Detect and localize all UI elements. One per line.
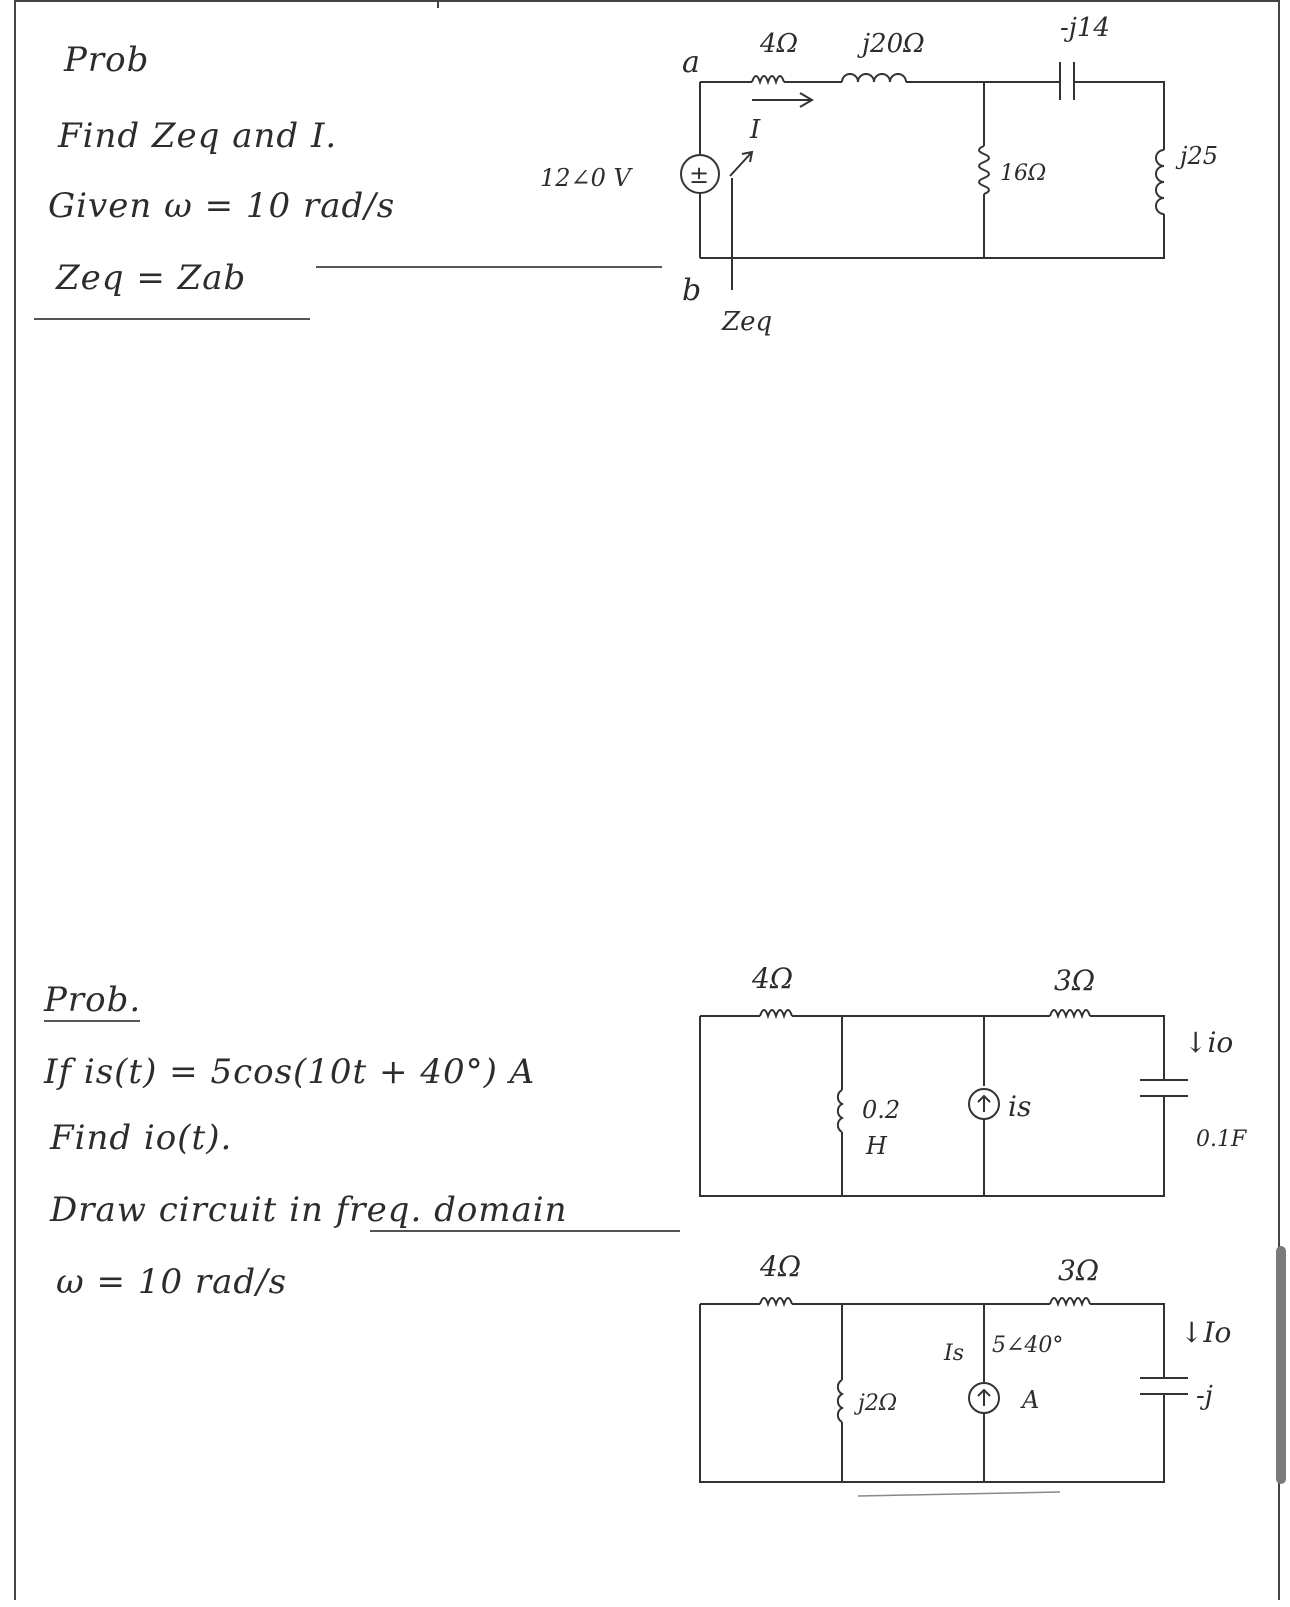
label-j20: j20Ω	[857, 29, 925, 59]
problem1-line-given: Given ω = 10 rad/s	[48, 186, 396, 226]
label-3ohm-t: 3Ω	[1054, 964, 1095, 997]
label-current-I: I	[749, 115, 761, 145]
node-a-label: a	[682, 45, 700, 80]
inductor-j20	[841, 73, 907, 83]
label-inductor-unit: H	[865, 1132, 888, 1160]
label-j2ohm: j2Ω	[853, 1391, 897, 1416]
label-j25: j25	[1175, 142, 1218, 170]
label-16ohm: 16Ω	[1000, 161, 1046, 186]
problem2-line-find: Find io(t).	[50, 1118, 233, 1158]
problem2-line-draw: Draw circuit in freq. domain	[50, 1190, 568, 1230]
node-b-label: b	[682, 273, 701, 308]
header-divider	[437, 0, 439, 8]
label-3ohm-f: 3Ω	[1058, 1254, 1099, 1287]
resistor-4ohm-f	[759, 1297, 793, 1308]
problem1-divider-line	[316, 266, 662, 268]
label-minus-j14: -j14	[1060, 13, 1110, 43]
problem2-heading-underline	[44, 1020, 140, 1022]
wire-cap-right	[1074, 81, 1165, 150]
label-inductor-value: 0.2	[862, 1096, 900, 1124]
label-4ohm-t: 4Ω	[751, 962, 793, 995]
label-zeq: Zeq	[721, 307, 772, 337]
problem2-line-given: If is(t) = 5cos(10t + 40°) A	[44, 1052, 536, 1092]
problem2-heading: Prob.	[44, 980, 142, 1020]
problem1-underline	[34, 318, 310, 320]
label-cap-01F: 0.1F	[1196, 1127, 1247, 1152]
resistor-4ohm	[751, 75, 785, 86]
label-minus-j: -j	[1196, 1381, 1213, 1411]
voltage-source	[680, 154, 720, 194]
page-border	[14, 0, 1280, 1600]
inductor-02H	[836, 1089, 845, 1133]
label-source: 12∠0 V	[540, 164, 634, 192]
label-4ohm-f: 4Ω	[759, 1250, 801, 1283]
resistor-16ohm	[978, 145, 990, 195]
problem2-draw-underline	[370, 1230, 680, 1232]
label-Is: Is	[943, 1341, 964, 1366]
label-A: A	[1020, 1386, 1039, 1414]
capacitor-minus-j	[1140, 1377, 1188, 1395]
resistor-3ohm-f	[1049, 1297, 1091, 1308]
problem1-heading: Prob	[64, 40, 150, 80]
problem1-line-find: Find Zeq and I.	[58, 116, 338, 156]
label-5-angle-40: 5∠40°	[992, 1333, 1063, 1358]
label-Io-arrow: ↓Io	[1180, 1316, 1231, 1349]
resistor-3ohm-t	[1049, 1009, 1091, 1020]
scrollbar-thumb[interactable]	[1276, 1246, 1286, 1484]
problem1-line-zeq: Zeq = Zab	[56, 258, 247, 298]
inductor-j2	[836, 1379, 845, 1423]
label-source-is: is	[1008, 1090, 1031, 1123]
resistor-4ohm-t	[759, 1009, 793, 1020]
source-sign: ±	[689, 161, 709, 189]
label-4ohm: 4Ω	[759, 29, 798, 59]
inductor-j25	[1155, 149, 1165, 215]
problem2-line-omega: ω = 10 rad/s	[56, 1262, 288, 1302]
label-io-arrow: ↓io	[1184, 1026, 1233, 1059]
